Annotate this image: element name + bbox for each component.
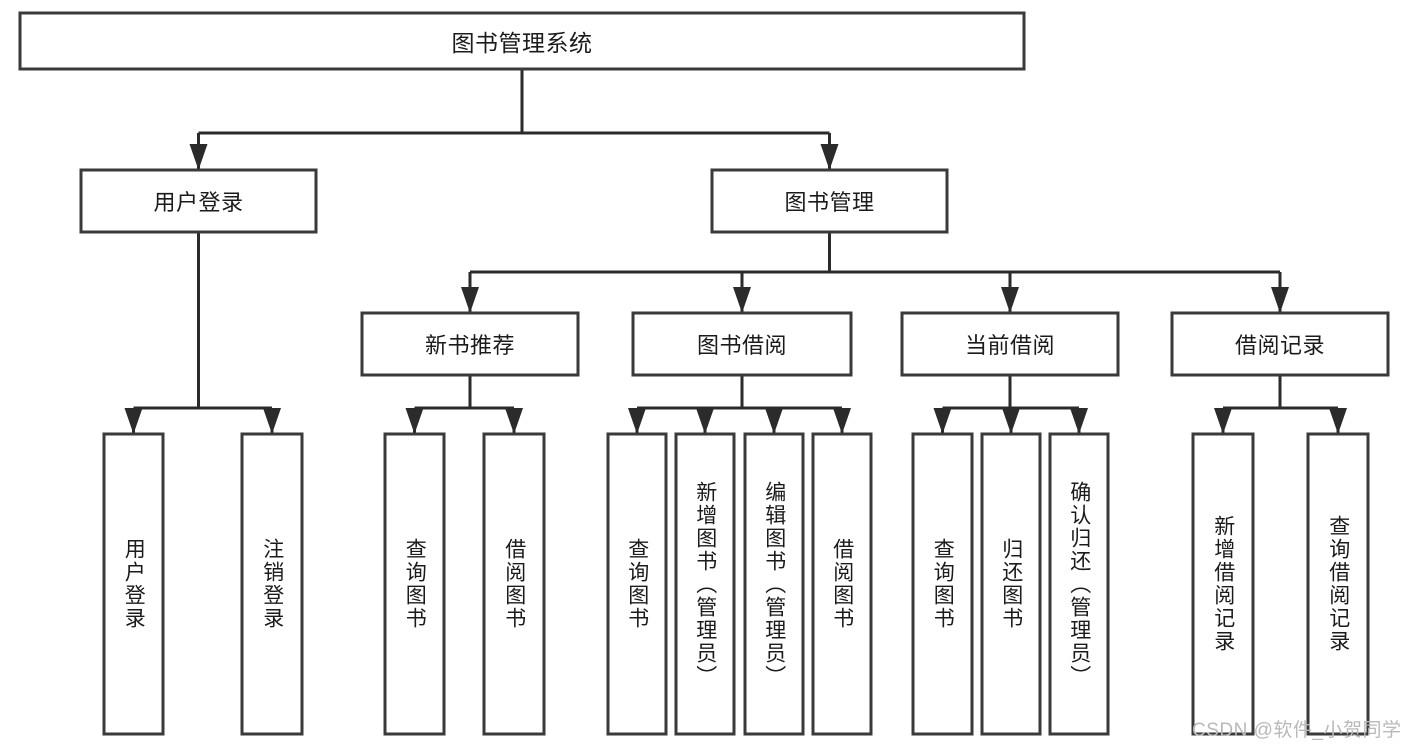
box-layer	[18, 11, 1390, 736]
arrow-head-level2-0	[461, 287, 479, 313]
leaf-box-2[interactable]	[383, 432, 446, 736]
watermark-text: CSDN @软件_小贺同学	[1192, 720, 1402, 741]
arrow-head-leaf-3-2	[1070, 408, 1088, 434]
arrow-head-level2-3	[1271, 287, 1289, 313]
leaf-box-5[interactable]	[674, 432, 736, 736]
leaf-box-11[interactable]	[1191, 432, 1255, 736]
arrow-head-leaf-3-0	[933, 408, 952, 434]
level2-box-1[interactable]	[631, 311, 853, 377]
arrow-head-leaf-1-0	[405, 408, 424, 434]
level1-box-1[interactable]	[710, 168, 949, 234]
arrow-head-leaf-3-1	[1002, 408, 1020, 434]
arrow-head-level2-2	[1001, 287, 1019, 313]
level2-box-3[interactable]	[1170, 311, 1390, 377]
arrow-head-leaf-2-0	[628, 408, 646, 434]
arrow-head-leaf-2-2	[765, 408, 783, 434]
arrow-head-leaf-2-1	[696, 408, 714, 434]
arrow-head-leaf-2-3	[833, 408, 851, 434]
arrow-head-leaf-1-1	[505, 408, 523, 434]
leaf-box-6[interactable]	[743, 432, 805, 736]
leaf-box-8[interactable]	[911, 432, 974, 736]
arrow-head-level2-1	[733, 287, 751, 313]
arrow-head-leaf-0-1	[263, 408, 281, 434]
level1-box-0[interactable]	[79, 168, 318, 234]
arrow-head-leaf-0-0	[124, 408, 143, 434]
leaf-box-3[interactable]	[482, 432, 546, 736]
level2-box-2[interactable]	[900, 311, 1120, 377]
leaf-box-10[interactable]	[1048, 432, 1110, 736]
arrow-head-leaf-4-0	[1214, 408, 1232, 434]
leaf-box-7[interactable]	[811, 432, 873, 736]
arrow-head-leaf-4-1	[1329, 408, 1347, 434]
level2-box-0[interactable]	[360, 311, 580, 377]
leaf-box-1[interactable]	[240, 432, 304, 736]
root-box-0[interactable]	[18, 11, 1026, 71]
arrow-head-level1-1	[820, 144, 839, 170]
arrow-head-level1-0	[189, 144, 208, 170]
leaf-box-0[interactable]	[102, 432, 165, 736]
leaf-box-12[interactable]	[1306, 432, 1370, 736]
leaf-box-4[interactable]	[606, 432, 668, 736]
leaf-box-9[interactable]	[980, 432, 1042, 736]
connector-layer	[124, 69, 1347, 434]
